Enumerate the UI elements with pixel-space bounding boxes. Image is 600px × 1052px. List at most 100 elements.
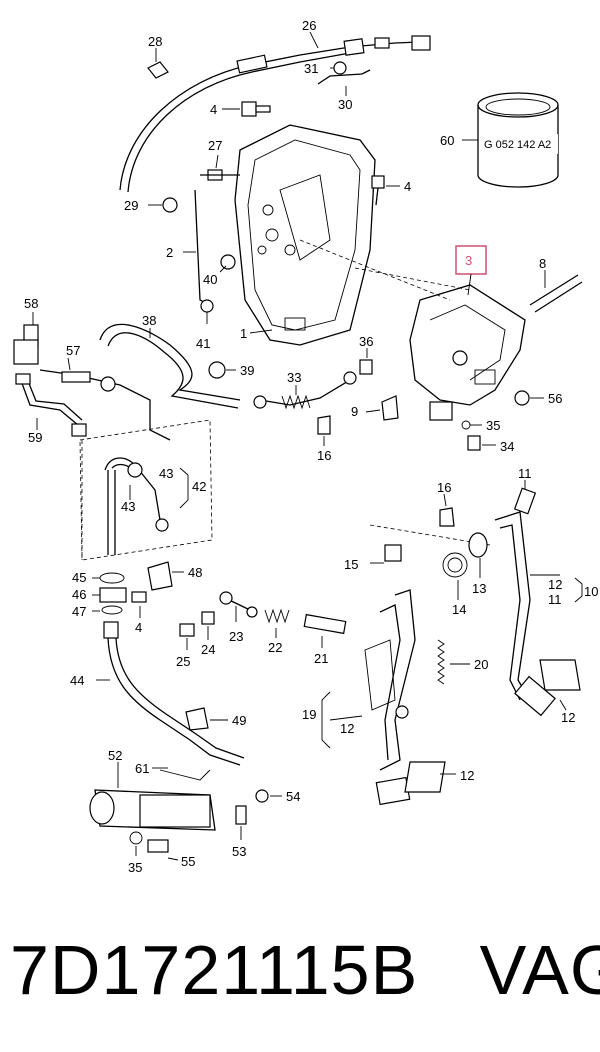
brand-name: VAG: [479, 931, 600, 1009]
callout-21: 21: [314, 651, 328, 666]
master-cylinder: [89, 762, 282, 861]
callout-19: 19: [302, 707, 316, 722]
grommet-29: [148, 197, 178, 213]
callout-29: 29: [124, 198, 138, 213]
callout-26: 26: [302, 18, 316, 33]
clutch-rod-33: [253, 371, 357, 410]
callout-43a: 43: [159, 466, 173, 481]
callout-25: 25: [176, 654, 190, 669]
brake-pedal: [321, 589, 456, 806]
callout-31: 31: [304, 61, 318, 76]
part-number: 7D1721115B: [10, 931, 419, 1009]
hose-connector-58: [13, 312, 39, 365]
hose-57: [39, 357, 171, 441]
pedal-bracket-plate: [183, 124, 376, 346]
callout-35b: 35: [128, 860, 142, 875]
callout-39: 39: [240, 363, 254, 378]
callout-12a: 12: [548, 577, 562, 592]
bolt-4-right: [371, 175, 400, 206]
callout-15: 15: [344, 557, 358, 572]
callout-59: 59: [28, 430, 42, 445]
callout-11a: 11: [518, 466, 532, 481]
callout-43b: 43: [121, 499, 135, 514]
cable-end-27: [200, 154, 240, 181]
callout-23: 23: [229, 629, 243, 644]
hydraulic-hose-44: [96, 621, 245, 766]
callout-49: 49: [232, 713, 246, 728]
callout-54: 54: [286, 789, 300, 804]
linkage-parts: [179, 591, 347, 650]
callout-9: 9: [351, 404, 358, 419]
bushing-11: [513, 480, 537, 515]
callout-58: 58: [24, 296, 38, 311]
callout-30: 30: [338, 97, 352, 112]
callout-10: 10: [584, 584, 598, 599]
pedal-bracket-3: [299, 239, 526, 406]
vacuum-hose-38: [99, 323, 241, 409]
nut-56: [514, 390, 544, 406]
bolt-4-top: [222, 101, 271, 117]
spring-20: [437, 639, 470, 685]
clutch-pedal: [494, 511, 583, 717]
callout-56: 56: [548, 391, 562, 406]
callout-12d: 12: [460, 768, 474, 783]
callout-11b: 11: [548, 592, 562, 607]
clip-9: [365, 395, 399, 421]
callout-27: 27: [208, 138, 222, 153]
callout-36: 36: [359, 334, 373, 349]
fittings-45-47: [92, 572, 127, 615]
clip-16: [317, 415, 331, 446]
callout-38: 38: [142, 313, 156, 328]
hydraulic-lines-group: [79, 419, 213, 561]
callout-52: 52: [108, 748, 122, 763]
callout-28: 28: [148, 34, 162, 49]
bush-13: [468, 532, 488, 578]
clip-16-shaft: [439, 493, 455, 527]
sleeve-marking: G 052 142 A2: [484, 139, 551, 151]
callout-34: 34: [500, 439, 514, 454]
callout-12b: 12: [561, 710, 575, 725]
callout-46: 46: [72, 587, 86, 602]
callout-1: 1: [240, 326, 247, 341]
callout-8: 8: [539, 256, 546, 271]
callout-45: 45: [72, 570, 86, 585]
callout-20: 20: [474, 657, 488, 672]
pivot-bolt-8: [529, 270, 583, 313]
callout-33: 33: [287, 370, 301, 385]
callout-40: 40: [203, 272, 217, 287]
callout-24: 24: [201, 642, 215, 657]
bracket-48: [131, 561, 184, 618]
bolt-36: [359, 348, 373, 375]
callout-16b: 16: [437, 480, 451, 495]
callout-22: 22: [268, 640, 282, 655]
callout-53: 53: [232, 844, 246, 859]
callout-61: 61: [135, 761, 149, 776]
accelerator-cable: [119, 31, 431, 193]
callout-4a: 4: [210, 102, 217, 117]
part-caption: 7D1721115B VAG: [10, 925, 600, 1015]
callout-3: 3: [465, 253, 472, 268]
callout-35: 35: [486, 418, 500, 433]
callout-4b: 4: [404, 179, 411, 194]
callout-42: 42: [192, 479, 206, 494]
pedal-cluster-exploded-diagram: 26 28 31 30 G 052 142 A2 60 4 27: [13, 18, 598, 875]
callout-57: 57: [66, 343, 80, 358]
callout-4c: 4: [135, 620, 142, 635]
brake-line-59: [15, 373, 87, 437]
callout-13: 13: [472, 581, 486, 596]
nut-39: [208, 361, 236, 379]
cable-clip-28: [147, 48, 169, 79]
bushing-sleeve-60: G 052 142 A2: [462, 92, 559, 188]
callout-12c: 12: [340, 721, 354, 736]
return-spring-14: [442, 552, 468, 600]
switch-35-34: [429, 401, 496, 451]
callout-14: 14: [452, 602, 466, 617]
callout-55: 55: [181, 854, 195, 869]
callout-48: 48: [188, 565, 202, 580]
callout-41: 41: [196, 336, 210, 351]
retaining-clip-30: [317, 61, 371, 96]
callout-16a: 16: [317, 448, 331, 463]
callout-60: 60: [440, 133, 454, 148]
callout-44: 44: [70, 673, 84, 688]
callout-2: 2: [166, 245, 173, 260]
